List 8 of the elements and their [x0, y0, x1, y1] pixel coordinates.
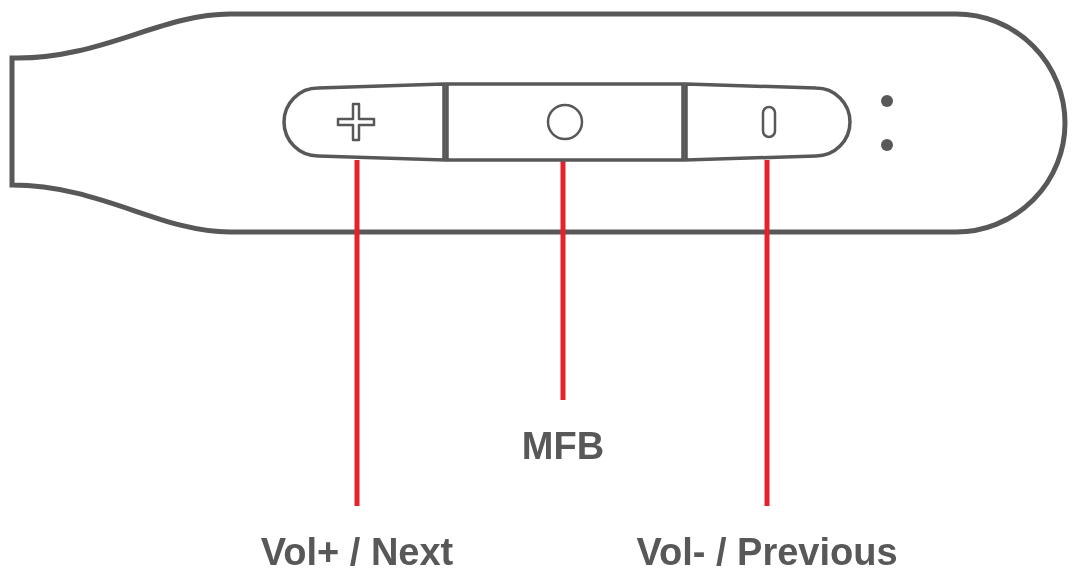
volume-down-button — [685, 82, 855, 162]
part-label: MFB — [463, 424, 663, 468]
leader-line — [560, 160, 566, 400]
multifunction-button — [446, 82, 684, 162]
part-label: Vol+ / Next — [207, 530, 507, 574]
leader-line — [354, 160, 360, 506]
part-label: Vol- / Previous — [592, 530, 942, 574]
leader-line — [764, 160, 770, 506]
